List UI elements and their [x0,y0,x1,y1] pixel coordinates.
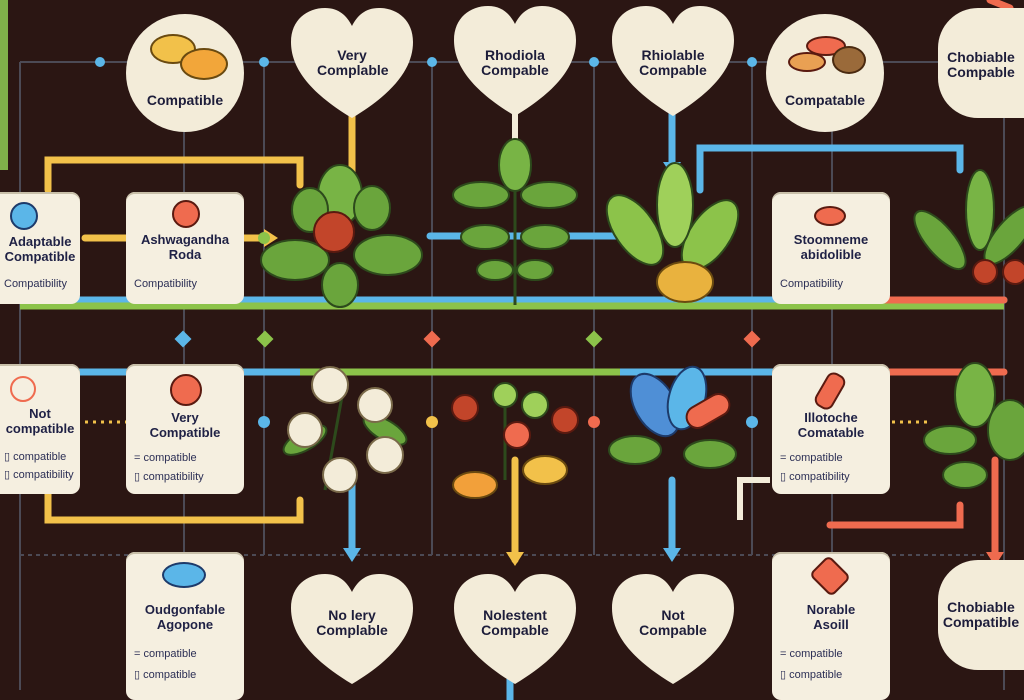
card-subtitle: Compatibility [4,278,67,290]
circle-node-partial-top-right: Chobiable Compable [938,8,1024,118]
plant-illustration-5 [282,366,408,493]
circle-label: Chobiable Compable [947,49,1015,80]
card-subtitle: Compatibility [134,278,197,290]
heart-label: Rhiolable Compable [639,47,707,78]
card-ashwagandha: Ashwagandha Roda Compatibility [126,192,244,304]
heart-node-not-compable: Not Compable [608,572,738,690]
card-subtitle: ▯ compatibility [4,469,74,481]
heart-icon [808,554,852,598]
card-subtitle: = compatible [780,648,843,660]
card-norable: Norable Asoill = compatible ▯ compatible [772,552,890,700]
plant-illustration-6 [451,382,579,499]
heart-label: Not Compable [639,607,707,638]
supplement-tablet-icon [814,206,846,226]
node-markers [95,57,761,428]
yellow-flow [44,106,519,564]
card-title: Very Compatible [149,410,221,440]
heart-node-rhiolable-compable: Rhiolable Compable [608,4,738,122]
supplement-tablet-icon [170,374,202,406]
heart-node-no-lery: No lery Complable [287,572,417,690]
card-subtitle: ▯ compatible [4,451,67,463]
card-left-row2: Not compatible ▯ compatible ▯ compatibil… [0,364,80,494]
supplement-tablet-icon [788,52,826,72]
heart-node-rhodiola-compable: Rhodiola Compable [450,4,580,122]
card-title: Oudgonfable Agopone [144,602,226,632]
card-subtitle: = compatible [780,452,843,464]
heart-label: No lery Complable [316,607,388,638]
card-subtitle: ▯ compatibility [780,471,850,483]
circle-node-compatible: Compatible [126,14,244,132]
card-subtitle: = compatible [134,648,197,660]
circle-label: Chobiable Compatible [942,599,1020,630]
circle-label: Compatible [146,92,224,108]
circle-label: Compatable [784,92,866,108]
supplement-capsule-icon [811,369,849,413]
heart-label: Nolestent Compable [481,607,549,638]
supplement-tablet-icon [180,48,228,80]
supplement-tablet-icon [162,562,206,588]
card-oudgonfable: Oudgonfable Agopone = compatible ▯ compa… [126,552,244,700]
card-subtitle: ▯ compatibility [134,471,204,483]
circle-node-partial-bottom-right: Chobiable Compatible [938,560,1024,670]
card-very-compatible: Very Compatible = compatible ▯ compatibi… [126,364,244,494]
supplement-tablet-icon [10,202,38,230]
card-subtitle: Compatibility [780,278,843,290]
supplement-tablet-icon [150,34,196,64]
card-title: Norable Asoill [806,602,856,632]
plant-illustration-3 [605,162,740,303]
left-edge-accent [0,0,8,170]
heart-label: Rhodiola Compable [481,47,549,78]
heart-label: Very Complable [317,47,389,78]
plant-illustration-7 [608,365,737,469]
card-illotoche: Illotoche Comatable = compatible ▯ compa… [772,364,890,494]
card-title: Adaptable Compatible [4,234,76,264]
green-flow [20,302,1004,376]
heart-node-very-complable: Very Complable [287,6,417,124]
card-subtitle: ▯ compatible [780,669,843,681]
plant-illustration-2 [452,138,578,305]
heart-node-nolestent: Nolestent Compable [450,572,580,690]
card-left-row1: Adaptable Compatible Compatibility [0,192,80,304]
card-title: Ashwagandha Roda [140,232,230,262]
circle-node-compatable: Compatable [766,14,884,132]
card-title: Stoomneme abidolible [793,232,869,262]
card-subtitle: ▯ compatible [134,669,197,681]
supplement-tablet-icon [832,46,866,74]
plant-illustration-1 [260,164,423,308]
not-allowed-icon [10,376,36,402]
plant-illustration-4 [913,169,1024,285]
card-stoomneme: Stoomneme abidolible Compatibility [772,192,890,304]
card-title: Illotoche Comatable [797,410,865,440]
supplement-tablet-icon [172,200,200,228]
card-title: Not compatible [5,406,75,436]
card-subtitle: = compatible [134,452,197,464]
plant-illustration-8 [923,362,1024,489]
